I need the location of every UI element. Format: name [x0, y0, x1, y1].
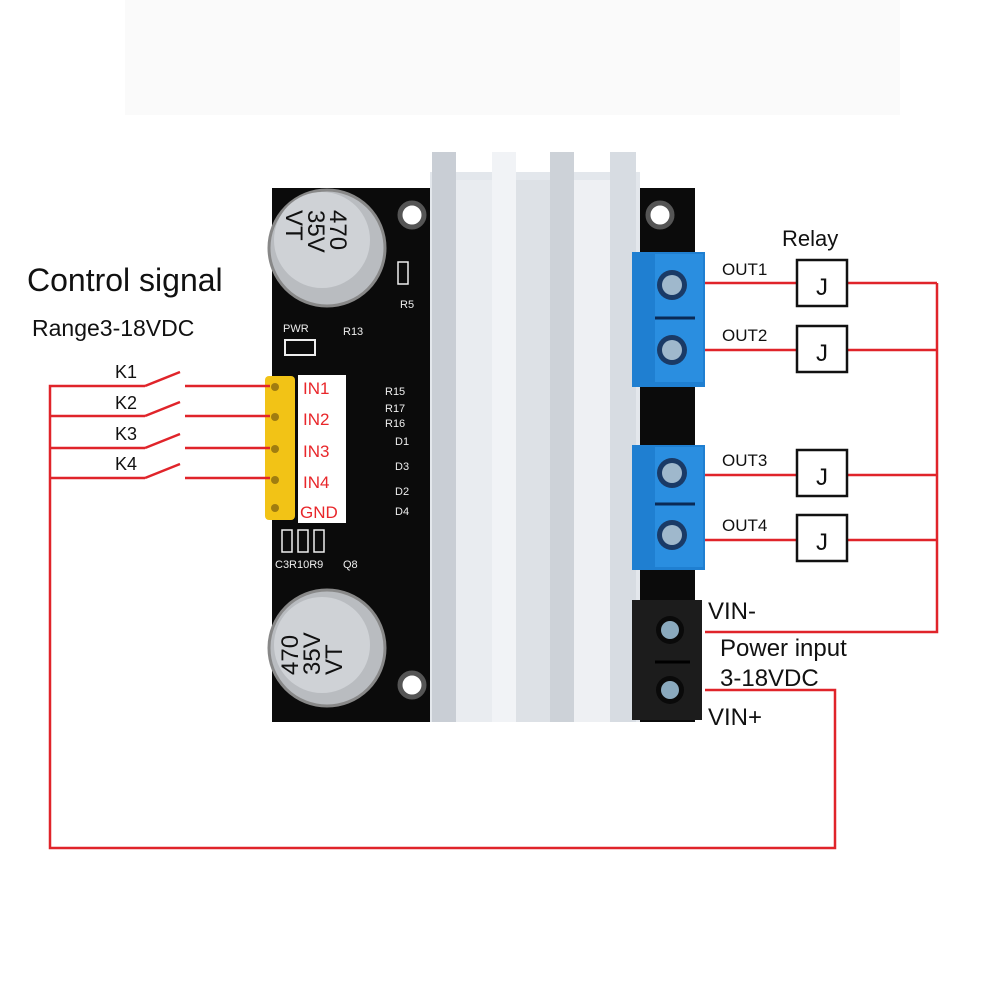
relay-3-symbol: J	[816, 464, 828, 491]
control-signal-range: Range3-18VDC	[32, 315, 194, 341]
vin-plus-label: VIN+	[708, 704, 762, 731]
silk-pwr: PWR	[283, 323, 309, 335]
input-pin-labels: IN1 IN2 IN3 IN4 GND	[298, 375, 346, 523]
relay-2-symbol: J	[816, 340, 828, 367]
power-input-label: Power input	[720, 635, 847, 662]
silk-d1: D1	[395, 436, 409, 448]
out4-label: OUT4	[722, 516, 767, 535]
switch-k2-label: K2	[115, 393, 137, 413]
pin-in1-label: IN1	[303, 379, 329, 398]
silk-r16: R16	[385, 418, 405, 430]
capacitor-top: 470 35V VT	[267, 188, 387, 308]
silk-r15: R15	[385, 386, 405, 398]
relay-4: J	[795, 513, 849, 563]
pin-gnd-label: GND	[300, 503, 338, 522]
capacitor-bottom: 470 35V VT	[267, 588, 387, 708]
background-panel	[125, 0, 900, 115]
silk-r17: R17	[385, 403, 405, 415]
cap-top-value: 470	[324, 210, 351, 250]
output-wiring	[705, 281, 939, 634]
control-wiring	[48, 370, 837, 850]
cap-bottom-voltage: 35V	[299, 632, 326, 675]
relay-3: J	[795, 448, 849, 498]
power-input-range: 3-18VDC	[720, 665, 819, 692]
switch-k4-label: K4	[115, 454, 137, 474]
pin-in2-label: IN2	[303, 410, 329, 429]
pin-in4-label: IN4	[303, 473, 329, 492]
relay-2: J	[795, 324, 849, 374]
output-terminal-1-2	[632, 252, 705, 387]
switch-k3-label: K3	[115, 424, 137, 444]
heatsink	[430, 152, 640, 722]
cap-bottom-series: VT	[321, 644, 348, 675]
cap-top-series: VT	[280, 210, 307, 241]
cap-top-voltage: 35V	[302, 210, 329, 253]
pin-in3-label: IN3	[303, 442, 329, 461]
relay-1: J	[795, 258, 849, 308]
relay-1-symbol: J	[816, 274, 828, 301]
silk-c3r10r9: C3R10R9	[275, 559, 323, 571]
control-signal-title: Control signal	[27, 262, 223, 298]
silk-r5: R5	[400, 299, 414, 311]
relay-4-symbol: J	[816, 529, 828, 556]
out1-label: OUT1	[722, 260, 767, 279]
out3-label: OUT3	[722, 451, 767, 470]
silk-d4: D4	[395, 506, 409, 518]
out2-label: OUT2	[722, 326, 767, 345]
output-terminal-3-4	[632, 445, 705, 570]
cap-bottom-value: 470	[277, 635, 304, 675]
power-terminal	[632, 600, 702, 720]
relay-title: Relay	[782, 226, 838, 251]
vin-minus-label: VIN-	[708, 598, 756, 625]
silk-d3: D3	[395, 461, 409, 473]
silkscreen: PWR R13 R5 R15 R17 R16 D1 D3 D2 D4 C3R10…	[275, 261, 414, 571]
silk-r13: R13	[343, 326, 363, 338]
silk-q8: Q8	[343, 559, 358, 571]
silk-d2: D2	[395, 486, 409, 498]
switch-k1-label: K1	[115, 362, 137, 382]
pin-header	[265, 376, 295, 520]
